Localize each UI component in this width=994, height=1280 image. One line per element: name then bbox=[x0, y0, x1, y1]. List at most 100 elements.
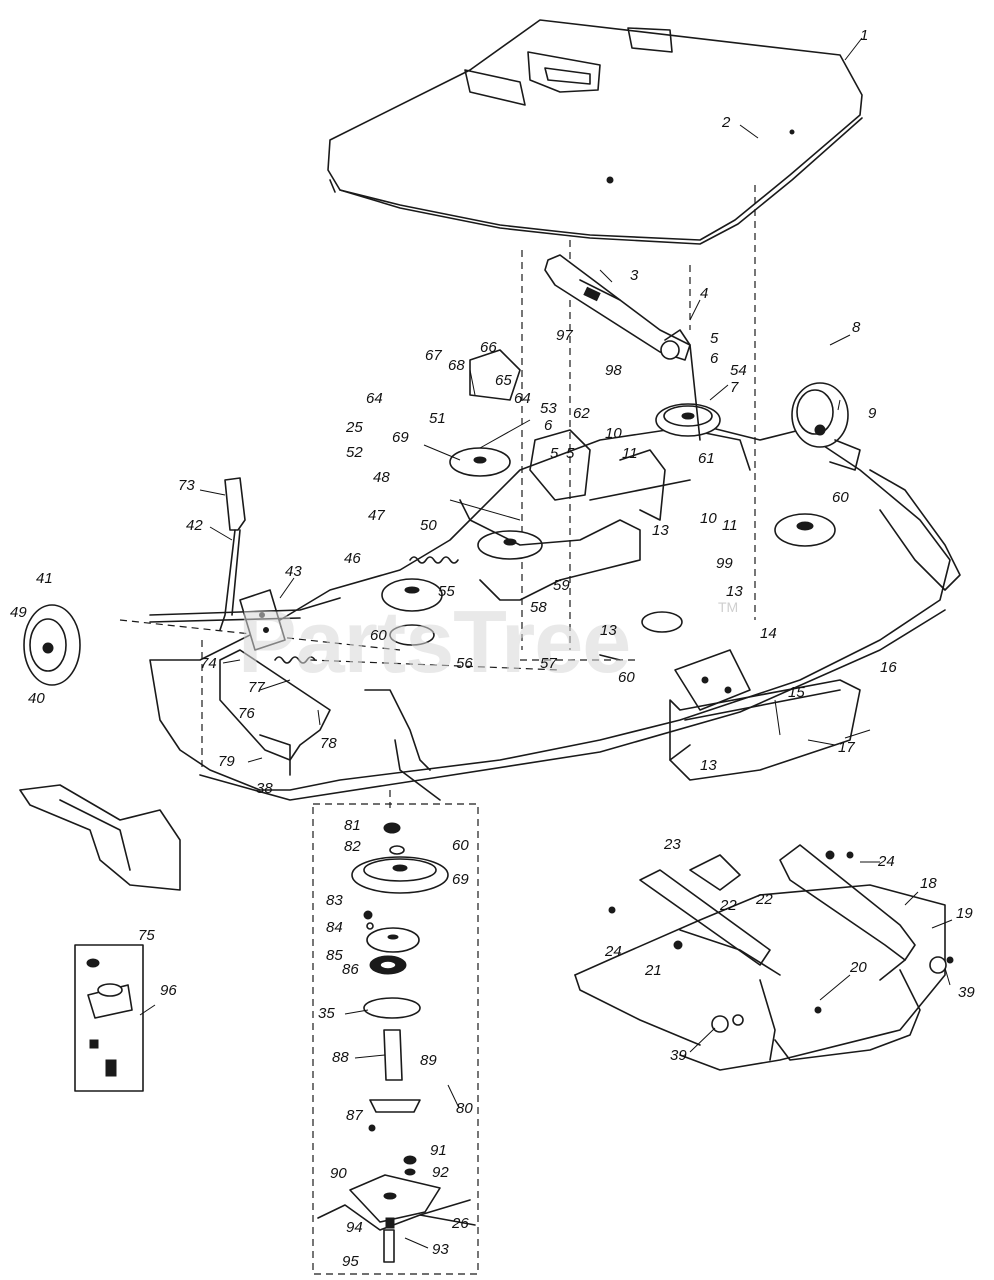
callout-95: 95 bbox=[342, 1253, 359, 1270]
pulley-60-center bbox=[381, 578, 443, 612]
callout-85: 85 bbox=[326, 947, 343, 964]
callout-9: 9 bbox=[868, 405, 877, 422]
spindle-exploded-view bbox=[312, 803, 479, 1275]
callout-1: 1 bbox=[860, 27, 868, 44]
callout-99: 99 bbox=[716, 555, 733, 572]
callout-50: 50 bbox=[420, 517, 437, 534]
callout-65: 65 bbox=[495, 372, 512, 389]
callout-47: 47 bbox=[368, 507, 385, 524]
callout-8: 8 bbox=[852, 319, 861, 336]
callout-6b: 6 bbox=[544, 417, 553, 434]
callout-52: 52 bbox=[346, 444, 363, 461]
callout-75: 75 bbox=[138, 927, 155, 944]
callout-13b: 13 bbox=[726, 583, 743, 600]
callout-20: 20 bbox=[849, 959, 867, 976]
callout-48: 48 bbox=[373, 469, 390, 486]
callout-83: 83 bbox=[326, 892, 343, 909]
callout-55: 55 bbox=[438, 583, 455, 600]
callout-61: 61 bbox=[698, 450, 715, 467]
gauge-wheel-9 bbox=[791, 382, 861, 471]
callout-90: 90 bbox=[330, 1165, 347, 1182]
inset-96 bbox=[74, 944, 144, 1092]
callout-77: 77 bbox=[248, 679, 265, 696]
callout-67: 67 bbox=[425, 347, 442, 364]
callout-74: 74 bbox=[200, 655, 217, 672]
callout-4: 4 bbox=[700, 285, 708, 302]
pulley-7 bbox=[655, 403, 721, 437]
callout-13d: 13 bbox=[700, 757, 717, 774]
assembly-lines bbox=[119, 185, 756, 808]
callout-73: 73 bbox=[178, 477, 195, 494]
pulley-60-right bbox=[774, 513, 836, 547]
callout-14: 14 bbox=[760, 625, 777, 642]
callout-59: 59 bbox=[553, 577, 570, 594]
callout-39a: 39 bbox=[958, 984, 975, 1001]
belt-right bbox=[664, 329, 961, 591]
callout-39b: 39 bbox=[670, 1047, 687, 1064]
callout-97: 97 bbox=[556, 327, 573, 344]
callout-40: 40 bbox=[28, 690, 45, 707]
callout-58: 58 bbox=[530, 599, 547, 616]
callout-82: 82 bbox=[344, 838, 361, 855]
callout-64a: 64 bbox=[366, 390, 383, 407]
watermark-mark: TM bbox=[718, 599, 738, 615]
callout-15: 15 bbox=[788, 684, 805, 701]
callout-56: 56 bbox=[456, 655, 473, 672]
callout-21: 21 bbox=[644, 962, 662, 979]
callout-42: 42 bbox=[186, 517, 203, 534]
callout-24b: 24 bbox=[604, 943, 622, 960]
front-hanger-assembly bbox=[574, 844, 954, 1071]
callout-86: 86 bbox=[342, 961, 359, 978]
gauge-wheel-41 bbox=[23, 604, 81, 686]
callout-89: 89 bbox=[420, 1052, 437, 1069]
callout-41: 41 bbox=[36, 570, 53, 587]
spring-50 bbox=[409, 556, 459, 564]
callout-93: 93 bbox=[432, 1241, 449, 1258]
callout-24a: 24 bbox=[877, 853, 895, 870]
callout-10b: 10 bbox=[700, 510, 717, 527]
callout-94: 94 bbox=[346, 1219, 363, 1236]
callout-79: 79 bbox=[218, 753, 235, 770]
callout-51: 51 bbox=[429, 410, 446, 427]
leader-lines bbox=[139, 37, 953, 1249]
callout-7: 7 bbox=[730, 379, 739, 396]
callout-16: 16 bbox=[880, 659, 897, 676]
callout-5b: 5 bbox=[566, 445, 575, 462]
callout-84: 84 bbox=[326, 919, 343, 936]
callout-81: 81 bbox=[344, 817, 361, 834]
lift-bracket-43 bbox=[149, 589, 341, 651]
callout-2: 2 bbox=[721, 114, 731, 131]
callout-60b: 60 bbox=[370, 627, 387, 644]
callout-25: 25 bbox=[345, 419, 363, 436]
callout-3: 3 bbox=[630, 267, 639, 284]
callout-57: 57 bbox=[540, 655, 557, 672]
callout-18: 18 bbox=[920, 875, 937, 892]
callout-69a: 69 bbox=[392, 429, 409, 446]
callout-35: 35 bbox=[318, 1005, 335, 1022]
callout-13c: 13 bbox=[600, 622, 617, 639]
deck-cover bbox=[327, 19, 863, 245]
drive-shaft-assembly bbox=[544, 254, 691, 361]
callout-80: 80 bbox=[456, 1100, 473, 1117]
callout-numbers: 1 2 3 4 5 6 54 7 8 9 97 98 67 68 66 65 6… bbox=[10, 27, 975, 1270]
callout-26: 26 bbox=[451, 1215, 469, 1232]
callout-6a: 6 bbox=[710, 350, 719, 367]
callout-98: 98 bbox=[605, 362, 622, 379]
callout-5c: 5 bbox=[550, 445, 559, 462]
callout-38: 38 bbox=[256, 780, 273, 797]
callout-13a: 13 bbox=[652, 522, 669, 539]
callout-69b: 69 bbox=[452, 871, 469, 888]
callout-23: 23 bbox=[663, 836, 681, 853]
callout-5a: 5 bbox=[710, 330, 719, 347]
callout-60a: 60 bbox=[832, 489, 849, 506]
idler-assembly bbox=[449, 349, 691, 601]
callout-66: 66 bbox=[480, 339, 497, 356]
height-lever bbox=[219, 477, 246, 631]
callout-96: 96 bbox=[160, 982, 177, 999]
callout-76: 76 bbox=[238, 705, 255, 722]
callout-54: 54 bbox=[730, 362, 747, 379]
callout-11a: 11 bbox=[622, 445, 638, 462]
lift-link bbox=[219, 649, 331, 776]
callout-19: 19 bbox=[956, 905, 973, 922]
